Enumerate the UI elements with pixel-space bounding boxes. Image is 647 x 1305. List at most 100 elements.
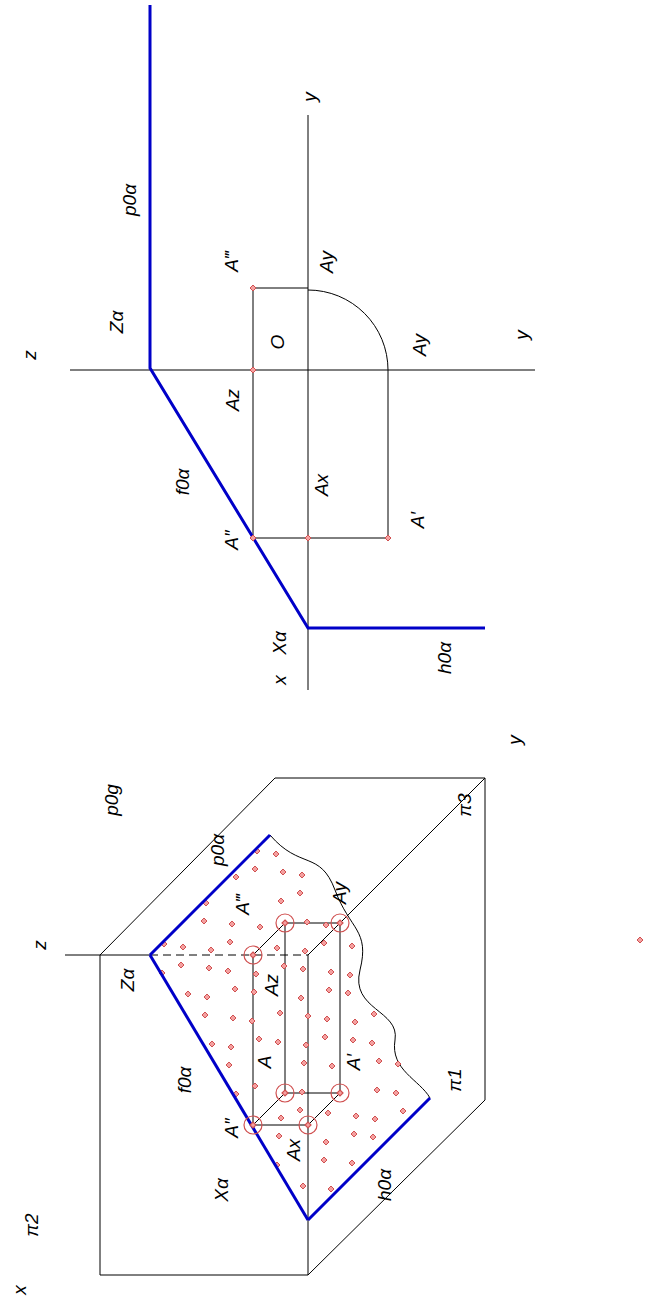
- label-text: π3: [454, 793, 475, 816]
- x-axis: [308, 115, 309, 690]
- label-text: p0g: [101, 784, 122, 816]
- point-label: A″: [222, 530, 242, 549]
- point-mark: [385, 535, 391, 541]
- hatch-dot: [278, 898, 284, 904]
- hatch-dot: [249, 1018, 255, 1024]
- label-text: Zα: [117, 969, 138, 991]
- point-label: Zα: [118, 969, 138, 991]
- point-circle: [331, 914, 349, 932]
- label-text: A″: [221, 1118, 242, 1137]
- hatch-dot: [349, 1160, 355, 1166]
- point-label: Az: [223, 389, 243, 411]
- hatch-dot: [233, 874, 239, 880]
- hatch-dot: [180, 944, 186, 950]
- hatch-dot: [305, 1013, 311, 1019]
- hatch-dot: [299, 872, 305, 878]
- point-mark: [637, 937, 643, 943]
- hatch-dot: [371, 1011, 377, 1017]
- plane-hatching: [159, 848, 406, 1192]
- label-text: O: [267, 335, 288, 350]
- trace-line: [150, 955, 308, 1220]
- hatch-dot: [329, 1063, 335, 1069]
- label-text: Xα: [269, 631, 290, 655]
- point-label: Ax: [284, 1139, 304, 1161]
- hatch-dot: [281, 963, 287, 969]
- hatch-dot: [228, 1044, 234, 1050]
- label-text: z: [29, 940, 50, 950]
- label-text: Zα: [106, 311, 127, 333]
- hatch-dot: [227, 939, 233, 945]
- label-text: Az: [222, 389, 243, 411]
- hatch-dot: [298, 995, 304, 1001]
- hatch-dot: [232, 986, 238, 992]
- hatch-dot: [395, 1061, 401, 1067]
- point-circle: [299, 1116, 317, 1134]
- point-label: Ay: [330, 882, 350, 904]
- plane-traces: [150, 5, 485, 628]
- hatch-dot: [275, 1039, 281, 1045]
- hatch-dot: [328, 1186, 334, 1192]
- box-edge: [308, 1100, 485, 1275]
- point-label: y: [505, 735, 525, 745]
- label-text: A′: [407, 512, 428, 528]
- hatch-dot: [374, 1087, 380, 1093]
- label-text: A‴: [221, 252, 242, 271]
- hatch-dot: [321, 1157, 327, 1163]
- label-text: p0α: [207, 834, 228, 866]
- point-label: π2: [22, 1213, 42, 1236]
- hatch-dot: [225, 968, 231, 974]
- z-axis: [65, 955, 150, 956]
- point-mark: [282, 1090, 288, 1096]
- hatch-dot: [328, 969, 334, 975]
- link-line: [253, 1125, 308, 1126]
- hatch-dot: [204, 994, 210, 1000]
- trace-line: [150, 835, 270, 955]
- label-text: A″: [221, 530, 242, 549]
- hatch-dot: [252, 866, 258, 872]
- hatch-dot: [206, 965, 212, 971]
- point-label: A′: [408, 512, 428, 528]
- hatch-dot: [276, 1133, 282, 1139]
- hatch-dot: [257, 924, 263, 930]
- point-label: Ax: [312, 474, 332, 496]
- point-label: z: [20, 350, 40, 360]
- label-text: h0α: [434, 642, 455, 674]
- label-text: π2: [21, 1213, 42, 1236]
- point-label: A: [255, 1056, 275, 1069]
- hatch-dot: [297, 1107, 303, 1113]
- label-text: Ay: [316, 251, 337, 273]
- hatch-dot: [277, 1010, 283, 1016]
- point-label: π1: [445, 1068, 465, 1091]
- hatch-dot: [345, 990, 351, 996]
- point-label: Az: [262, 974, 282, 996]
- label-text: Ax: [311, 474, 332, 496]
- point-label: y: [512, 330, 532, 340]
- label-text: y: [299, 92, 320, 102]
- label-text: Xα: [211, 1178, 232, 1202]
- hatch-dot: [350, 1037, 356, 1043]
- point-mark: [282, 920, 288, 926]
- hatch-dot: [201, 918, 207, 924]
- point-label: Ay: [317, 251, 337, 273]
- point-label: h0α: [375, 1169, 395, 1201]
- hatch-dot: [370, 1134, 376, 1140]
- point-label: A‴: [233, 895, 253, 914]
- hatch-dot: [300, 1183, 306, 1189]
- link-line: [253, 288, 254, 538]
- label-text: Ay: [409, 334, 430, 356]
- label-text: x: [9, 1285, 30, 1295]
- box-edge: [485, 778, 486, 1100]
- box-edge: [100, 955, 101, 1275]
- point-mark: [305, 1122, 311, 1128]
- hatch-dot: [323, 1139, 329, 1145]
- label-text: π1: [444, 1068, 465, 1091]
- hatch-dot: [226, 1062, 232, 1068]
- trace-line: [308, 1098, 430, 1220]
- link-line: [253, 1093, 285, 1125]
- plane-boundary: [270, 835, 430, 1098]
- label-text: Ax: [283, 1139, 304, 1161]
- hatch-dot: [229, 921, 235, 927]
- point-mark: [250, 952, 256, 958]
